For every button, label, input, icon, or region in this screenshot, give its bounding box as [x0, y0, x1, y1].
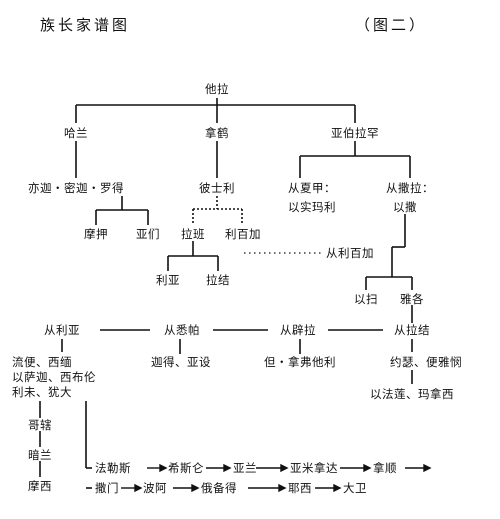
line1-item: 亚兰: [233, 461, 257, 475]
line1-item: 拿顺: [373, 461, 397, 475]
node-rachel-sons-2: 以法莲、玛拿西: [370, 387, 454, 401]
node-from-rebekah: 从利百加: [326, 246, 374, 260]
node-zilpah-sons: 但・拿弗他利: [264, 355, 336, 369]
node-from-leah: 从利亚: [44, 323, 80, 337]
node-rachel-daughter: 拉结: [206, 273, 230, 287]
node-laban: 拉班: [181, 227, 205, 241]
node-from-zilpah: 从辟拉: [280, 323, 316, 337]
node-from-bilhah: 从悉帕: [164, 323, 200, 337]
node-abraham: 亚伯拉罕: [331, 126, 379, 140]
node-terah: 他拉: [205, 82, 229, 96]
node-milcah-iscah-lot: 亦迦・密迦・罗得: [28, 181, 124, 195]
line2-item: 波阿: [143, 481, 167, 495]
node-moses: 摩西: [28, 479, 52, 493]
node-leah-daughter: 利亚: [156, 273, 180, 287]
node-haran: 哈兰: [64, 126, 88, 140]
line2-item: 俄备得: [201, 481, 237, 495]
node-ammon: 亚们: [136, 227, 160, 241]
node-jacob: 雅各: [400, 292, 424, 306]
line2-item: 撒门: [95, 481, 119, 495]
line2-item: 大卫: [343, 481, 367, 495]
node-ishmael: 以实玛利: [288, 200, 336, 214]
diagram-title: 族长家谱图: [40, 16, 131, 34]
line1-item: 法勒斯: [95, 461, 131, 475]
node-leah-sons-3: 利未、犹大: [12, 385, 72, 399]
node-isaac: 以撒: [393, 200, 417, 214]
node-leah-sons-1: 流便、西缅: [12, 355, 72, 369]
node-sarah: 从撒拉：: [386, 181, 434, 195]
node-leah-sons-2: 以萨迦、西布伦: [12, 370, 96, 384]
node-nahor: 拿鹤: [205, 126, 229, 140]
node-esau: 以扫: [354, 292, 378, 306]
node-rebekah: 利百加: [225, 227, 261, 241]
node-hagar: 从夏甲：: [288, 181, 336, 195]
node-moab: 摩押: [84, 227, 108, 241]
node-rachel-sons-1: 约瑟、便雅悯: [390, 355, 462, 369]
node-kohath: 哥辖: [28, 418, 52, 432]
line2-item: 耶西: [288, 481, 312, 495]
node-bilhah-sons: 迦得、亚设: [151, 355, 211, 369]
line1-item: 亚米拿达: [290, 461, 338, 475]
node-from-rachel: 从拉结: [394, 323, 430, 337]
node-amram: 暗兰: [28, 448, 52, 462]
line1-item: 希斯仑: [168, 461, 204, 475]
node-bethuel: 彼士利: [199, 181, 235, 195]
figure-label: （图二）: [355, 16, 428, 34]
